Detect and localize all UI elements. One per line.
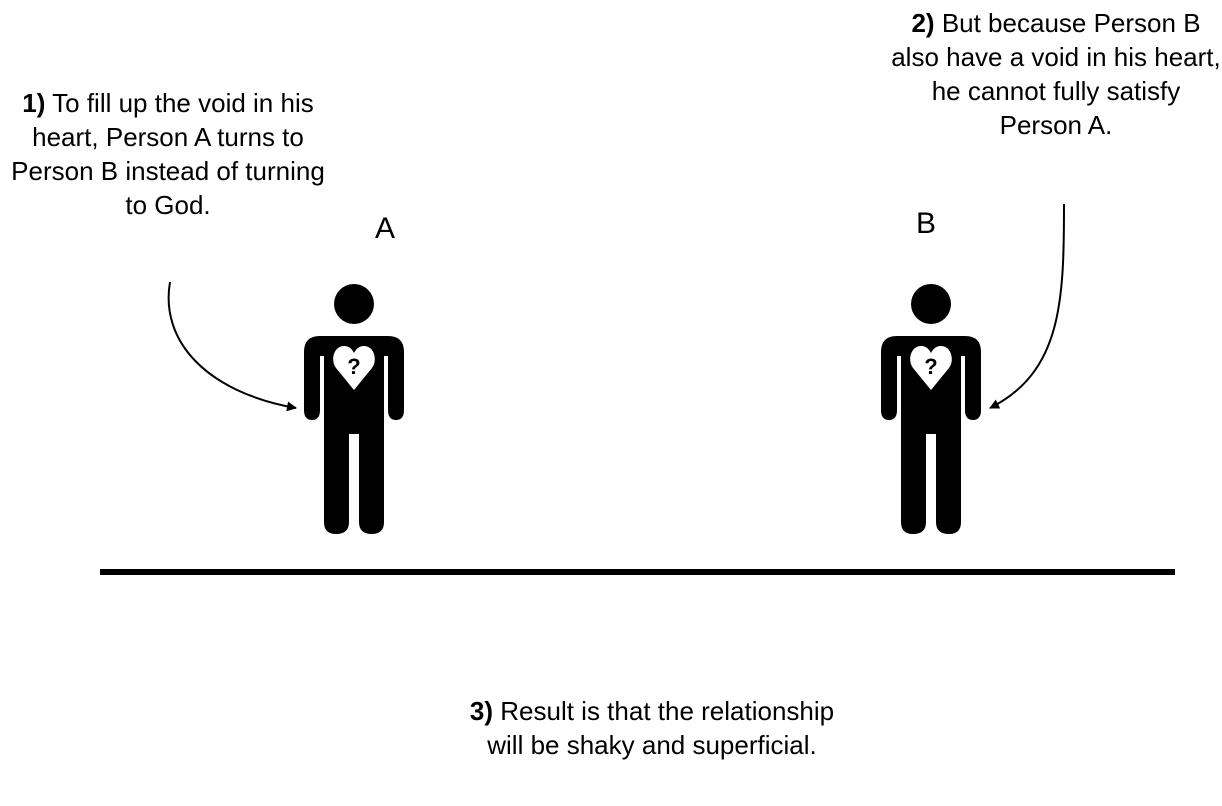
annotation-3: 3) Result is that the relationship will … — [466, 694, 838, 762]
person-b-head — [911, 284, 951, 324]
annotation-1-number: 1) — [22, 88, 46, 118]
person-a-heart-symbol: ? — [347, 354, 360, 379]
annotation-1: 1) To fill up the void in his heart, Per… — [0, 86, 336, 222]
person-b-label: B — [916, 207, 937, 240]
person-a-heart — [333, 346, 375, 390]
person-b-figure: ? — [881, 284, 981, 534]
person-a-head — [334, 284, 374, 324]
person-a-figure: ? — [304, 284, 404, 534]
person-a-body — [304, 336, 404, 534]
person-b-heart-symbol: ? — [924, 354, 937, 379]
annotation-2-number: 2) — [911, 8, 935, 38]
person-a-label: A — [375, 212, 396, 245]
person-b-body — [881, 336, 981, 534]
arrow-note1-to-person-a — [167, 281, 297, 412]
ground-line — [100, 569, 1175, 575]
person-b-heart — [910, 346, 952, 390]
annotation-3-text: Result is that the relationship will be … — [487, 696, 835, 760]
annotation-2: 2) But because Person B also have a void… — [890, 6, 1222, 142]
annotation-2-text: But because Person B also have a void in… — [891, 8, 1221, 140]
annotation-3-number: 3) — [469, 696, 494, 726]
arrow-note2-to-person-b — [989, 203, 1065, 409]
annotation-1-text: To fill up the void in his heart, Person… — [11, 88, 325, 220]
